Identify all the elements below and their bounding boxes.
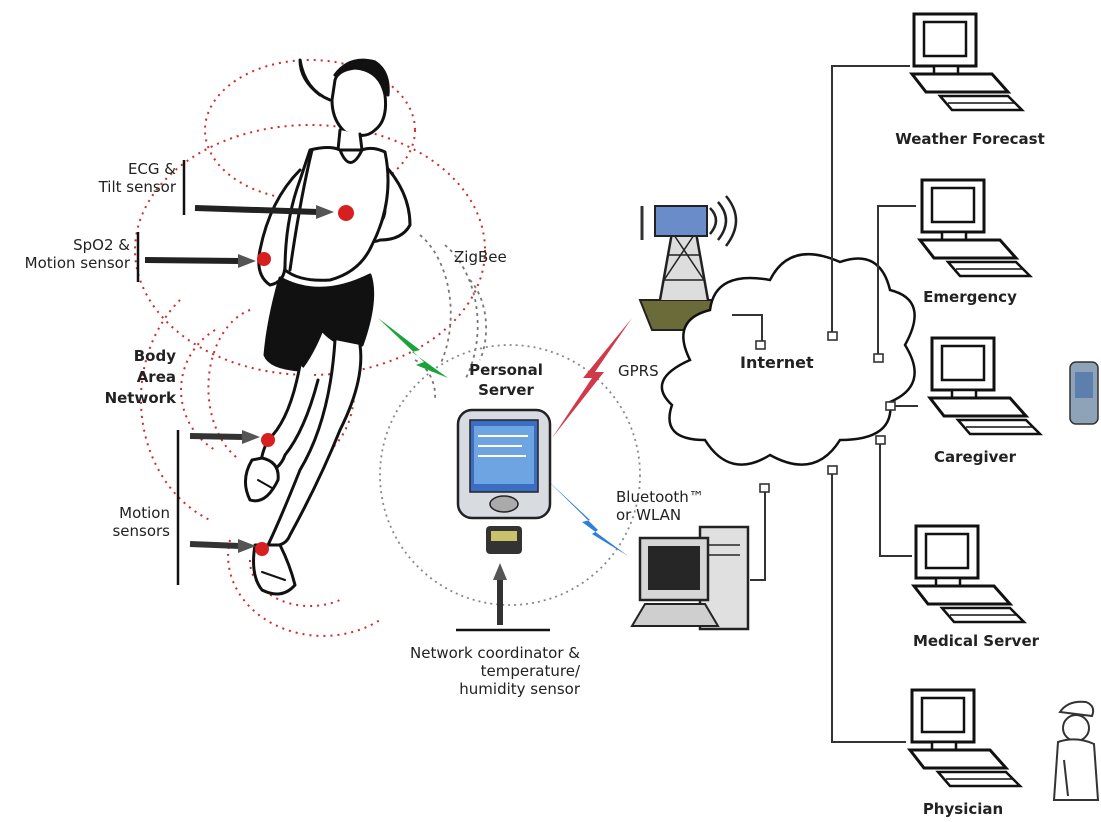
weather-forecast-label: Weather Forecast	[895, 130, 1045, 148]
ecg-sensor-label-line2: Tilt sensor	[98, 178, 176, 196]
gprs-bolt	[552, 318, 632, 438]
motion-sensors-label-line2: sensors	[112, 522, 170, 540]
nurse-figure-icon	[1052, 700, 1100, 801]
pda-device	[456, 408, 552, 554]
bluetooth-label-line1: Bluetooth™	[616, 488, 704, 506]
spo2-sensor-label-line2: Motion sensor	[24, 254, 130, 272]
bluetooth-wlan-label: Bluetooth™ or WLAN	[616, 488, 704, 524]
motion-sensors-label-line1: Motion	[119, 504, 170, 522]
local-computer	[630, 525, 750, 631]
sensor-arrows	[144, 205, 507, 625]
gprs-label: GPRS	[618, 362, 659, 380]
caregiver-label: Caregiver	[934, 448, 1016, 466]
caregiver-computer-icon	[928, 336, 1042, 436]
motion-sensors-label: Motion sensors	[96, 504, 170, 540]
ban-label-line1: Body	[133, 347, 176, 365]
coordinator-label-line3: humidity sensor	[459, 680, 580, 698]
internet-label: Internet	[740, 353, 814, 372]
zigbee-label: ZigBee	[454, 248, 507, 266]
weather-forecast-computer-icon	[910, 12, 1024, 112]
ecg-sensor-label: ECG & Tilt sensor	[90, 160, 176, 196]
coordinator-label-line2: temperature/	[480, 662, 580, 680]
coordinator-label-line1: Network coordinator &	[410, 644, 580, 662]
spo2-sensor-label-line1: SpO2 &	[73, 236, 130, 254]
ban-label-line3: Network	[104, 389, 176, 407]
bluetooth-label-line2: or WLAN	[616, 506, 682, 524]
spo2-sensor-label: SpO2 & Motion sensor	[0, 236, 130, 272]
network-coordinator-label: Network coordinator & temperature/ humid…	[388, 644, 580, 698]
ban-dotted-arcs	[134, 59, 486, 637]
ecg-sensor-label-line1: ECG &	[127, 160, 176, 178]
ban-label-line2: Area	[136, 368, 176, 386]
personal-server-label-line1: Personal	[469, 361, 543, 379]
personal-server-label: Personal Server	[454, 360, 558, 400]
runner-figure	[244, 58, 412, 596]
medical-server-computer-icon	[912, 524, 1026, 624]
personal-server-label-line2: Server	[478, 381, 534, 399]
medical-server-label: Medical Server	[912, 632, 1040, 650]
caregiver-handheld-icon	[1069, 361, 1099, 425]
sensor-dots	[255, 205, 354, 556]
zigbee-bolt	[378, 318, 448, 378]
body-area-network-label: Body Area Network	[90, 346, 176, 409]
personal-server-range	[379, 344, 641, 606]
network-lines	[732, 65, 918, 743]
internet-cloud	[660, 253, 916, 466]
emergency-label: Emergency	[923, 288, 1017, 306]
physician-computer-icon	[908, 688, 1022, 788]
emergency-computer-icon	[918, 178, 1032, 278]
physician-label: Physician	[922, 800, 1004, 818]
bluetooth-bolt	[545, 478, 628, 556]
